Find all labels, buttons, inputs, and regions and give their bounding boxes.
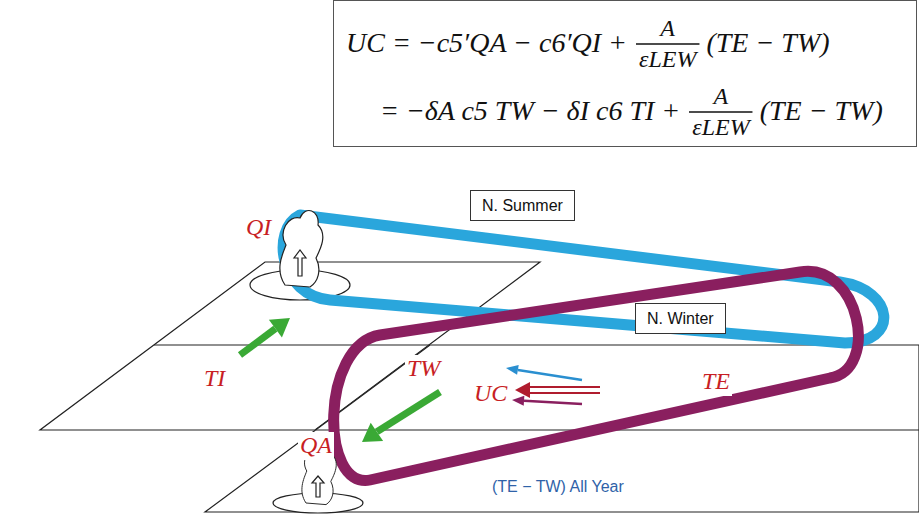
purple-arrow-shaft [524, 401, 582, 404]
plane-line [154, 344, 430, 345]
temperature-symbol: TE [700, 368, 732, 396]
temperature-symbol: TW [405, 355, 442, 383]
equation-text: (TE − TW) [706, 27, 829, 59]
season-label: N. Winter [647, 309, 714, 328]
equation-text: A [714, 83, 729, 111]
heating-symbol: QI [244, 214, 273, 242]
purple-arrow-head [512, 396, 524, 406]
winter-circulation-loop [334, 271, 859, 480]
equation-box: UC = −c5′QA − c6′QI + AεLEW (TE − TW) = −δA… [333, 0, 917, 147]
lower-plane [205, 345, 919, 512]
summer-circulation-loop [283, 215, 884, 343]
green-arrow-shaft [377, 392, 440, 432]
green-arrow-head [269, 318, 290, 338]
wind-arrows [506, 365, 600, 406]
wind-symbol: UC [472, 380, 509, 408]
heating-symbol: QA [298, 432, 334, 460]
blue-arrow-head [506, 365, 519, 375]
fraction-bar [688, 110, 753, 114]
equation-text: (TE − TW) [760, 95, 883, 127]
green-arrow-head [362, 423, 383, 442]
gradient-note: (TE − TW) All Year [490, 478, 626, 496]
equation-text: εLEW [639, 46, 696, 74]
updraft-arrow [294, 250, 306, 276]
red-arrow-head [515, 382, 530, 398]
fraction-bar [635, 42, 700, 46]
equation-text: A [660, 15, 675, 43]
surface-planes [40, 262, 919, 512]
season-label: N. Summer [482, 196, 563, 215]
fraction-bar-line [636, 43, 699, 45]
convection-cloud [280, 211, 323, 287]
blue-arrow-shaft [518, 370, 582, 380]
updraft-arrow [312, 476, 324, 497]
season-box: N. Winter [635, 303, 726, 334]
temperature-symbol: TI [202, 365, 227, 393]
red-arrow-shaft [530, 386, 600, 388]
green-arrow-shaft [240, 329, 275, 355]
season-box: N. Summer [470, 190, 575, 221]
equation-text: εLEW [692, 114, 749, 142]
equation-text: UC = −c5′QA − c6′QI + [346, 27, 627, 59]
fraction-bar-line [689, 111, 752, 113]
equation-text: = −δA c5 TW − δI c6 TI + [380, 95, 680, 127]
red-arrow-shaft [530, 392, 600, 394]
